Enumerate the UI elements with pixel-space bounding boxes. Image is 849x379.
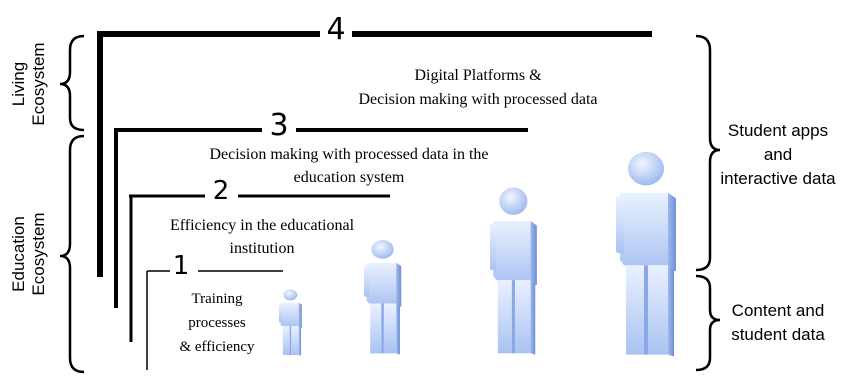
level-1-line-2: processes xyxy=(188,315,246,331)
level-3-line-1: Decision making with processed data in t… xyxy=(209,146,488,163)
education-label-line-1: Education xyxy=(9,216,28,292)
content-data-line-1: Content and xyxy=(732,301,825,320)
level-2-description: Efficiency in the educational institutio… xyxy=(170,217,355,257)
content-data-brace xyxy=(695,274,721,372)
person-figure-icon xyxy=(490,187,537,355)
living-label-line-2: Ecosystem xyxy=(29,42,48,125)
level-3-line-2: education system xyxy=(294,169,405,186)
person-figure-icon xyxy=(279,289,302,356)
level-4-line-1: Digital Platforms & xyxy=(414,67,542,84)
student-apps-line-2: and xyxy=(764,145,792,164)
content-data-label: Content and student data xyxy=(731,301,825,344)
level-4-number: 4 xyxy=(326,12,345,47)
level-4-line-2: Decision making with processed data xyxy=(358,91,597,108)
level-1-number: 1 xyxy=(173,251,190,281)
level-1-line-1: Training xyxy=(191,291,243,307)
person-figure-icon xyxy=(364,240,402,355)
student-apps-line-3: interactive data xyxy=(720,169,836,188)
content-data-line-2: student data xyxy=(731,325,825,344)
level-1-line-3: & efficiency xyxy=(179,339,255,355)
level-3-bracket xyxy=(114,128,528,308)
living-label-line-1: Living xyxy=(9,62,28,106)
living-ecosystem-brace xyxy=(59,34,85,132)
level-4-description: Digital Platforms & Decision making with… xyxy=(358,67,597,108)
person-figure-icon xyxy=(616,151,676,357)
level-3-description: Decision making with processed data in t… xyxy=(209,146,488,186)
student-apps-brace xyxy=(695,34,721,272)
level-2-bracket xyxy=(129,194,390,342)
education-ecosystem-label: Education Ecosystem xyxy=(9,212,48,295)
level-2-number: 2 xyxy=(213,176,230,206)
student-apps-label: Student apps and interactive data xyxy=(720,121,836,188)
education-label-line-2: Ecosystem xyxy=(29,212,48,295)
education-ecosystem-brace xyxy=(59,134,85,374)
level-2-line-1: Efficiency in the educational xyxy=(170,217,355,234)
student-apps-line-1: Student apps xyxy=(728,121,828,140)
level-4-bracket xyxy=(97,31,652,277)
level-3-number: 3 xyxy=(269,108,288,143)
level-1-bracket xyxy=(146,270,283,370)
level-2-line-2: institution xyxy=(230,240,295,257)
living-ecosystem-label: Living Ecosystem xyxy=(9,42,48,125)
level-1-description: Training processes & efficiency xyxy=(179,291,255,355)
